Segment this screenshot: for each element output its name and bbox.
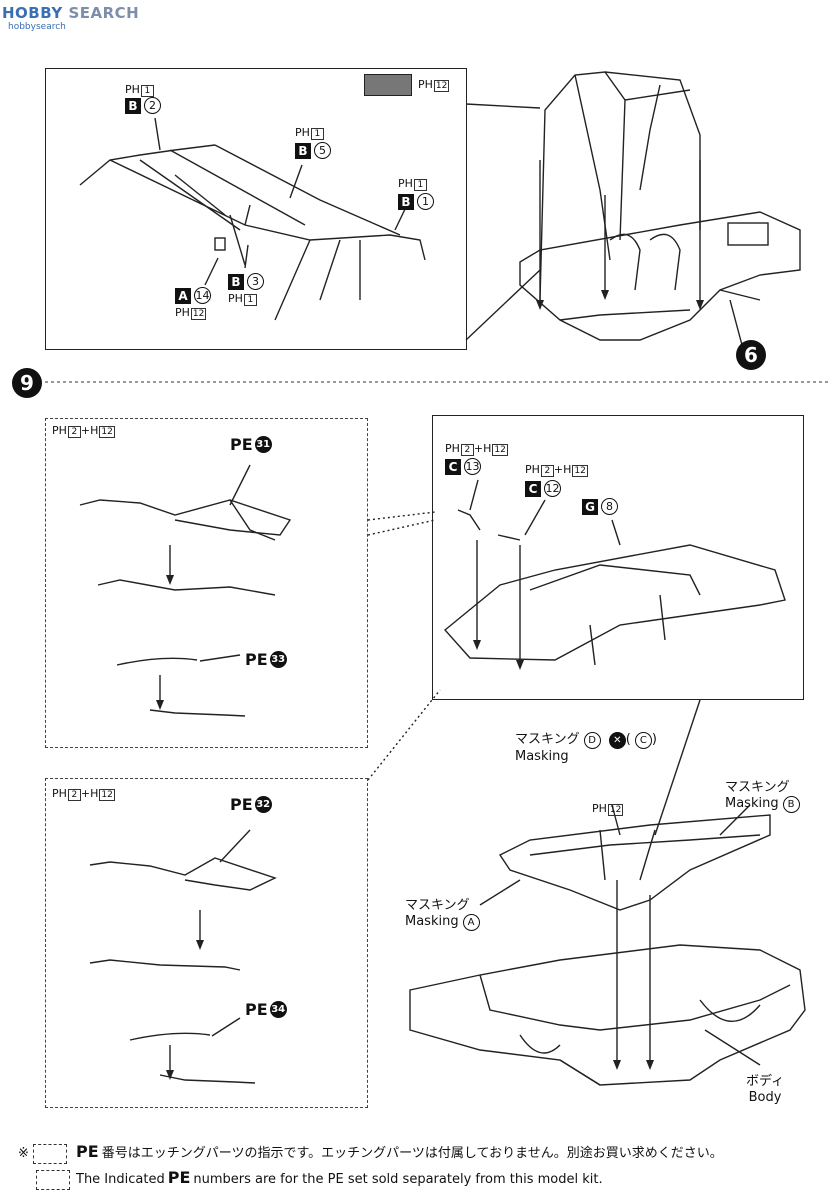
- wiper-detail-2: [45, 778, 368, 1108]
- step6-number: 6: [736, 340, 766, 370]
- watermark-sub: hobbysearch: [8, 22, 66, 32]
- step6-detail-frame: [45, 68, 467, 350]
- step9-number: 9: [12, 368, 42, 398]
- watermark-logo: HOBBY SEARCH: [2, 4, 140, 22]
- roof-detail-frame: [432, 415, 804, 700]
- body-label: ボディ Body: [746, 1074, 785, 1105]
- color-swatch: [364, 74, 412, 96]
- wiper-detail-1: [45, 418, 368, 748]
